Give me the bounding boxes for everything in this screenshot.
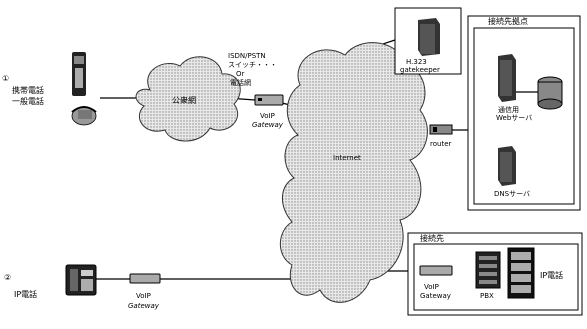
ip-phone-stack-icon bbox=[508, 248, 534, 298]
pstn-box-line2: スイッチ・・・ bbox=[228, 61, 277, 69]
internet-label: Internet bbox=[333, 154, 361, 162]
web-server-label2: Webサーバ bbox=[496, 114, 532, 122]
pbx-icon bbox=[476, 252, 500, 288]
mobile-phone-icon bbox=[72, 52, 86, 96]
voip-gateway-bottom-label1: VoIP bbox=[136, 292, 151, 300]
site-label-landline: 一般電話 bbox=[12, 97, 44, 106]
gatekeeper-label2: gatekeeper bbox=[400, 66, 440, 74]
internet-cloud bbox=[280, 43, 427, 303]
voip-gateway-bottom-label2: Gateway bbox=[128, 302, 159, 310]
destination-site-group bbox=[468, 16, 580, 210]
pbx-label: PBX bbox=[480, 292, 494, 300]
site-label-mobile: 携帯電話 bbox=[12, 86, 44, 95]
voip-gateway-top-label2: Gateway bbox=[252, 121, 283, 129]
router-label: router bbox=[430, 140, 451, 148]
voip-gateway-top-label1: VoIP bbox=[260, 112, 275, 120]
voip-gateway-top-icon bbox=[255, 95, 283, 105]
router-icon bbox=[430, 125, 452, 134]
pstn-box-line3: Or bbox=[236, 70, 244, 78]
gatekeeper-label1: H.323 bbox=[406, 58, 427, 66]
site-number-2: ② bbox=[4, 273, 11, 282]
dns-server-icon bbox=[498, 146, 516, 186]
desk-phone-icon bbox=[72, 107, 96, 125]
voip-gateway-bottom-icon bbox=[130, 274, 160, 283]
dns-server-label: DNSサーバ bbox=[494, 190, 530, 198]
web-server-icon bbox=[498, 54, 516, 102]
voip-gateway-right-label2: Gateway bbox=[420, 292, 451, 300]
ip-phone-label: IP電話 bbox=[14, 290, 37, 299]
ip-phone-icon bbox=[66, 265, 96, 295]
voip-gateway-right-icon bbox=[420, 266, 452, 275]
pstn-box-line4: 電話網 bbox=[230, 79, 251, 87]
gatekeeper-server-icon bbox=[418, 18, 440, 56]
destination-site-title: 接続先拠点 bbox=[488, 17, 528, 26]
ip-phone-stack-label: IP電話 bbox=[540, 271, 563, 280]
voip-gateway-right-label1: VoIP bbox=[424, 283, 439, 291]
site-number-1: ① bbox=[2, 74, 9, 83]
destination-title: 接続先 bbox=[420, 234, 444, 243]
pstn-box-line1: ISDN/PSTN bbox=[228, 52, 266, 60]
pstn-cloud-label: 公衆網 bbox=[172, 96, 196, 105]
web-server-label1: 通信用 bbox=[498, 106, 519, 114]
